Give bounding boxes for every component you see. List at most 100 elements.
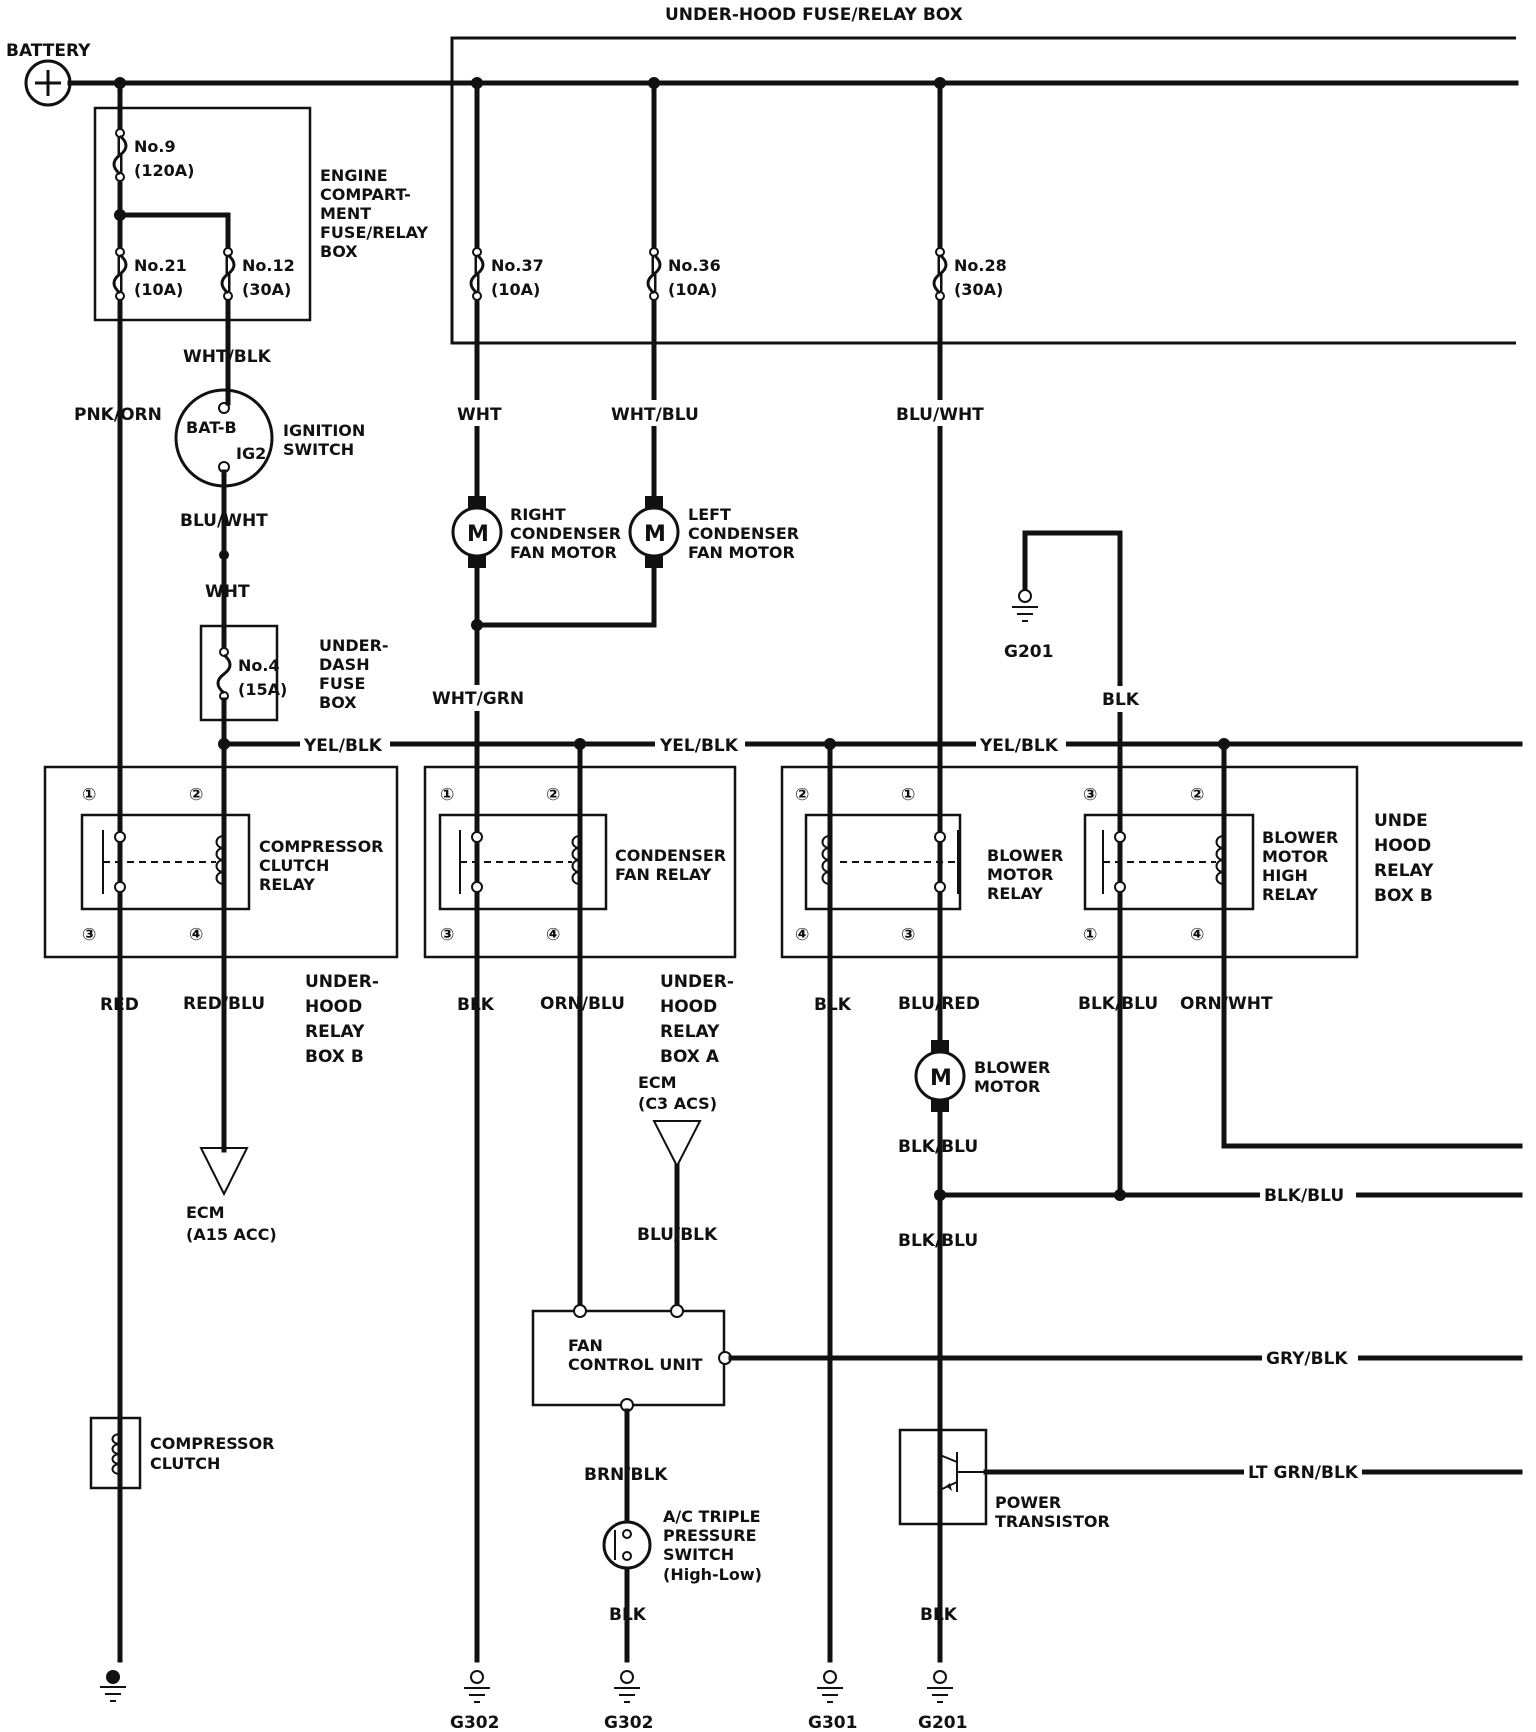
ground-g201-label: G201 [918,1713,967,1732]
wire-label-blk-blu: BLK/BLU [1078,994,1158,1014]
wire-label-yel-blk: YEL/BLK [979,736,1059,756]
wire-label-wht-blu: WHT/BLU [611,405,699,425]
ignition-bat-b-label: BAT-B [186,418,237,437]
engine-fuse-box-label: ENGINE COMPART- MENT FUSE/RELAY BOX [320,166,434,261]
wire [1022,530,1123,747]
ac-pressure-switch [602,1520,652,1570]
pin-2: ② [1190,785,1204,805]
terminal [573,1304,587,1318]
right-condenser-fan-motor: M [451,496,503,568]
compressor-clutch-coil [111,1433,121,1475]
left-condenser-fan-motor: M [628,496,680,568]
motor-symbol: M [644,522,666,547]
blower-relay-switch [934,830,959,894]
pin-1: ① [82,785,96,805]
relay-box-b-right [780,765,1359,959]
pin-1: ① [1083,925,1097,945]
ground-symbol [100,1686,126,1702]
wire-label-blk: BLK [609,1605,647,1625]
ground-g201-bottom [927,1670,953,1703]
ecm-acs-label: ECM (C3 ACS) [638,1073,717,1113]
wire-label-pnk-orn: PNK/ORN [74,405,162,425]
fan-control-unit-label: FAN CONTROL UNIT [568,1336,703,1374]
ignition-ig2-label: IG2 [236,444,266,463]
ecm-acs-connector [652,1120,702,1169]
fuse-no12 [220,247,236,301]
pin-4: ④ [546,925,560,945]
blower-motor-high-relay-label: BLOWER MOTOR HIGH RELAY [1262,828,1344,904]
compressor-clutch-relay-label: COMPRESSOR CLUTCH RELAY [259,837,389,894]
wire-label-blu-wht: BLU/WHT [896,405,984,425]
high-relay-coil [1215,835,1225,885]
ground-g302-label: G302 [450,1713,499,1732]
wire-label-red-blu: RED/BLU [183,994,265,1014]
terminal [670,1304,684,1318]
wire-label-lt-grn-blk: LT GRN/BLK [1248,1463,1359,1483]
relay-box-b-right-label: UNDE HOOD RELAY BOX B [1374,811,1439,906]
pin-1: ① [901,785,915,805]
relay-box-a-label: UNDER- HOOD RELAY BOX A [660,972,740,1067]
fuse-no21-label: No.21 (10A) [134,256,192,299]
pin-1: ① [440,785,454,805]
fuse-no4-label: No.4 (15A) [238,656,287,699]
engine-fuse-box [93,106,312,322]
ac-pressure-switch-label: A/C TRIPLE PRESSURE SWITCH (High-Low) [663,1507,766,1584]
wire-label-blk-blu: BLK/BLU [898,1137,978,1157]
fuse-no9-label: No.9 (120A) [134,137,194,180]
pin-4: ④ [1190,925,1204,945]
fuse-no28 [932,247,948,301]
left-condenser-fan-motor-label: LEFT CONDENSER FAN MOTOR [688,505,805,562]
ground-symbol [1012,589,1038,622]
wire-label-blk-blu: BLK/BLU [1264,1186,1344,1206]
wire-label-orn-wht: ORN/WHT [1180,994,1273,1014]
pin-4: ④ [795,925,809,945]
wire-label-red: RED [100,995,139,1015]
power-transistor-symbol [939,1430,986,1524]
fuse-no36 [646,247,662,301]
wire-label-blk: BLK [920,1605,958,1625]
blower-motor-relay-label: BLOWER MOTOR RELAY [987,846,1069,903]
relay-box-b-left-label: UNDER- HOOD RELAY BOX B [305,972,385,1067]
pin-2: ② [795,785,809,805]
wire-label-blu-wht: BLU/WHT [180,511,268,531]
wire-label-wht-blk: WHT/BLK [183,347,272,367]
wire-label-wht: WHT [205,582,250,602]
blower-motor-relay [804,813,962,911]
ignition-switch-label: IGNITION SWITCH [283,421,371,459]
wire-label-yel-blk: YEL/BLK [659,736,739,756]
under-dash-fuse-box [199,624,279,722]
battery-symbol [24,59,72,107]
compressor-clutch-label: COMPRESSOR CLUTCH [150,1434,280,1473]
splice-node [471,619,483,631]
fuse-no28-label: No.28 (30A) [954,256,1012,299]
wire-label-blu-blk: BLU/BLK [637,1225,718,1245]
splice-node [1114,1189,1126,1201]
pin-4: ④ [189,925,203,945]
under-dash-fuse-box-label: UNDER- DASH FUSE BOX [319,636,394,712]
ground-g301 [817,1670,843,1703]
wire-label-yel-blk: YEL/BLK [303,736,383,756]
high-relay-switch [1102,830,1126,894]
blower-motor-high-relay [1083,813,1255,911]
wire-label-blk: BLK [814,995,852,1015]
motor-symbol: M [467,522,489,547]
wire-label-orn-blu: ORN/BLU [540,994,625,1014]
fuse-no37 [469,247,485,301]
fuse-no9 [112,128,128,182]
splice-node [934,1189,946,1201]
pin-3: ③ [901,925,915,945]
wire-label-brn-blk: BRN/BLK [584,1465,668,1485]
wire-label-blk: BLK [1102,690,1140,710]
fuse-no4 [216,647,232,701]
ground-g302-right [614,1670,640,1703]
pin-2: ② [189,785,203,805]
wire-label-blk: BLK [457,995,495,1015]
right-condenser-fan-motor-label: RIGHT CONDENSER FAN MOTOR [510,505,627,562]
ground-g302-left [464,1670,490,1703]
motor-symbol: M [930,1066,952,1091]
pin-3: ③ [1083,785,1097,805]
under-hood-fuse-box-outline [450,36,1516,345]
fuse-no36-label: No.36 (10A) [668,256,726,299]
condenser-fan-relay [438,813,608,911]
